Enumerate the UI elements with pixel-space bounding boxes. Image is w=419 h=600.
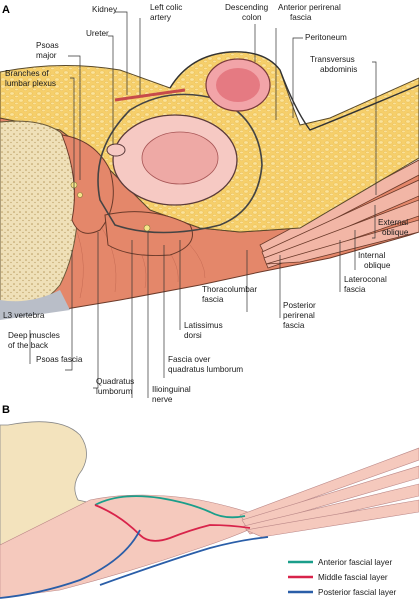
label-thoracolumbar-fascia-1: Thoracolumbar bbox=[202, 285, 257, 294]
label-left-colic-artery-2: artery bbox=[150, 13, 172, 22]
panel-b bbox=[0, 421, 419, 599]
anterior-fascial-layer bbox=[94, 495, 246, 519]
label-ilioinguinal-nerve-2: nerve bbox=[152, 395, 173, 404]
label-ilioinguinal-nerve-1: Ilioinguinal bbox=[152, 385, 191, 394]
renal-fascia bbox=[97, 93, 263, 234]
label-posterior-perirenal-fascia-3: fascia bbox=[283, 321, 305, 330]
label-peritoneum: Peritoneum bbox=[305, 33, 347, 42]
left-colic-artery bbox=[114, 88, 186, 102]
label-external-oblique-2: oblique bbox=[382, 228, 409, 237]
label-kidney: Kidney bbox=[92, 5, 118, 14]
label-deep-muscles-back-2: of the back bbox=[8, 341, 49, 350]
abdominal-wall-layers-b bbox=[239, 447, 419, 538]
label-internal-oblique-1: Internal bbox=[358, 251, 385, 260]
label-quadratus-lumborum-2: lumborum bbox=[96, 387, 133, 396]
legend-label-middle: Middle fascial layer bbox=[318, 573, 388, 582]
label-fascia-over-ql-2: quadratus lumborum bbox=[168, 365, 243, 374]
label-transversus-abdominis-2: abdominis bbox=[320, 65, 357, 74]
abdominal-wall-layers bbox=[259, 159, 419, 269]
ureter bbox=[106, 143, 126, 157]
legend-label-posterior: Posterior fascial layer bbox=[318, 588, 397, 597]
lumbar-plexus-nerve bbox=[77, 192, 83, 198]
label-l3-vertebra: L3 vertebra bbox=[3, 311, 45, 320]
label-external-oblique-1: External bbox=[378, 218, 408, 227]
label-anterior-perirenal-fascia-2: fascia bbox=[290, 13, 312, 22]
label-deep-muscles-back-1: Deep muscles bbox=[8, 331, 60, 340]
label-lateroconal-fascia-1: Lateroconal bbox=[344, 275, 387, 284]
label-left-colic-artery-1: Left colic bbox=[150, 3, 182, 12]
label-fascia-over-ql-1: Fascia over bbox=[168, 355, 211, 364]
posterior-fascial-layer bbox=[0, 529, 269, 599]
label-psoas-major-2: major bbox=[36, 51, 57, 60]
label-branches-lumbar-plexus-2: lumbar plexus bbox=[5, 79, 56, 88]
muscle-region-b bbox=[0, 494, 271, 599]
legend-label-anterior: Anterior fascial layer bbox=[318, 558, 392, 567]
label-latissimus-dorsi-1: Latissimus bbox=[184, 321, 223, 330]
label-lateroconal-fascia-2: fascia bbox=[344, 285, 366, 294]
panel-label-a: A bbox=[2, 4, 10, 16]
label-posterior-perirenal-fascia-2: perirenal bbox=[283, 311, 315, 320]
label-internal-oblique-2: oblique bbox=[364, 261, 391, 270]
label-descending-colon-1: Descending bbox=[225, 3, 269, 12]
label-branches-lumbar-plexus-1: Branches of bbox=[5, 69, 49, 78]
label-thoracolumbar-fascia-2: fascia bbox=[202, 295, 224, 304]
label-latissimus-dorsi-2: dorsi bbox=[184, 331, 202, 340]
label-posterior-perirenal-fascia-1: Posterior bbox=[283, 301, 316, 310]
label-transversus-abdominis-1: Transversus bbox=[310, 55, 355, 64]
ilioinguinal-nerve bbox=[143, 224, 151, 232]
legend: Anterior fascial layer Middle fascial la… bbox=[288, 558, 397, 597]
label-anterior-perirenal-fascia-1: Anterior perirenal bbox=[278, 3, 341, 12]
colon-lumen bbox=[216, 68, 260, 102]
label-psoas-fascia: Psoas fascia bbox=[36, 355, 83, 364]
label-ureter: Ureter bbox=[86, 29, 109, 38]
label-descending-colon-2: colon bbox=[242, 13, 262, 22]
quadratus-lumborum bbox=[104, 211, 193, 257]
bone-base bbox=[0, 290, 70, 320]
peritoneum-line bbox=[169, 51, 419, 131]
label-psoas-major-1: Psoas bbox=[36, 41, 59, 50]
panel-a bbox=[0, 51, 419, 320]
panel-label-b: B bbox=[2, 404, 10, 416]
label-quadratus-lumborum-1: Quadratus bbox=[96, 377, 134, 386]
renal-pelvis bbox=[141, 131, 219, 185]
middle-fascial-layer bbox=[94, 504, 251, 542]
leader-lines-a bbox=[29, 11, 377, 398]
